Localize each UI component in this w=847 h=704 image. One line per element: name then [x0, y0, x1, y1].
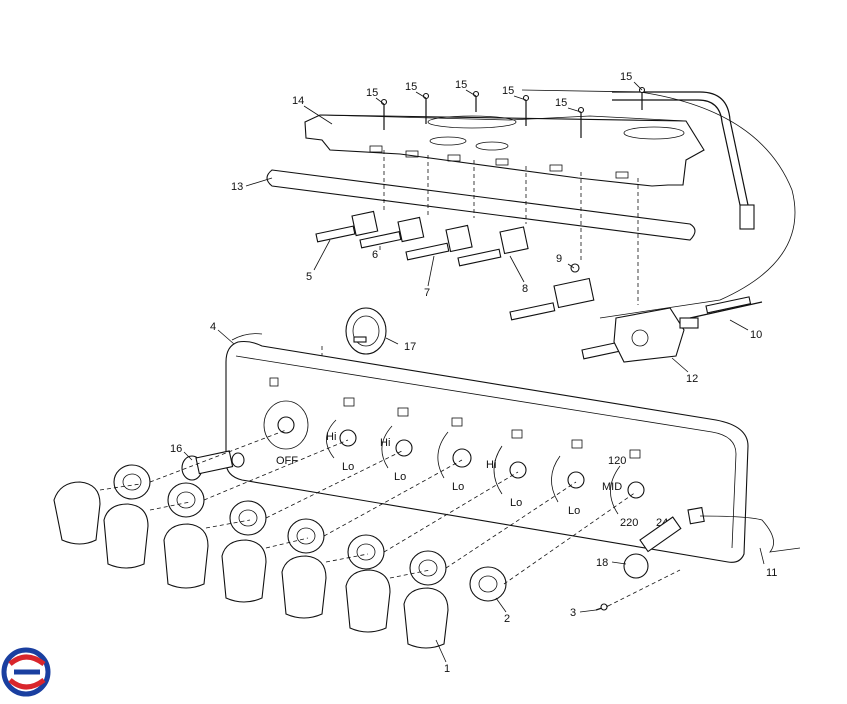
svg-text:OFF: OFF [276, 455, 298, 467]
top-bracket [304, 114, 705, 187]
callout-7: 7 [424, 287, 430, 299]
control-knobs [53, 481, 449, 649]
screws [380, 86, 646, 138]
callout-4: 4 [210, 321, 216, 333]
callout-leaders [183, 81, 765, 663]
callout-numbers: 14 15 15 15 15 15 15 13 5 6 7 8 9 10 12 … [170, 71, 777, 675]
control-panel-fascia: Lo Lo Lo Lo Lo Hi Hi Hi 120 MID 220 240 … [225, 333, 749, 563]
callout-2: 2 [504, 613, 510, 625]
ignition-wire [699, 515, 801, 553]
callout-15: 15 [620, 71, 632, 83]
svg-text:MID: MID [602, 481, 622, 493]
igniter-switch [181, 450, 245, 481]
gas-manifold-rail [266, 169, 696, 241]
svg-text:220: 220 [620, 517, 638, 529]
callout-15: 15 [366, 87, 378, 99]
callout-15: 15 [405, 81, 417, 93]
callout-15: 15 [502, 85, 514, 97]
callout-15: 15 [455, 79, 467, 91]
callout-3: 3 [570, 607, 576, 619]
callout-1: 1 [444, 663, 450, 675]
svg-text:Hi: Hi [380, 437, 390, 449]
svg-text:Lo: Lo [452, 481, 464, 493]
callout-9: 9 [556, 253, 562, 265]
callout-14: 14 [292, 95, 304, 107]
callout-6: 6 [372, 249, 378, 261]
gas-supply-pipe [612, 91, 755, 230]
svg-text:Hi: Hi [326, 431, 336, 443]
fixing-screw [595, 569, 681, 611]
knob-guides [99, 429, 637, 585]
gas-valves [315, 210, 595, 321]
thermostat-shaft [623, 516, 682, 579]
selector-switch [345, 307, 387, 355]
callout-13: 13 [231, 181, 243, 193]
svg-text:Hi: Hi [486, 459, 496, 471]
callout-8: 8 [522, 283, 528, 295]
callout-5: 5 [306, 271, 312, 283]
callout-15: 15 [555, 97, 567, 109]
svg-text:Lo: Lo [568, 505, 580, 517]
callout-17: 17 [404, 341, 416, 353]
svg-text:Lo: Lo [510, 497, 522, 509]
callout-11: 11 [766, 567, 777, 579]
thermostat-valve [581, 307, 699, 363]
capillary-tube [521, 89, 796, 319]
brand-logo-icon [1, 647, 51, 697]
svg-text:Lo: Lo [342, 461, 354, 473]
thermostat-probe [689, 296, 763, 319]
dial-markings: Lo Lo Lo Lo Lo Hi Hi Hi 120 MID 220 240 … [263, 377, 674, 529]
svg-text:120: 120 [608, 455, 626, 467]
svg-text:Lo: Lo [394, 471, 406, 483]
callout-16: 16 [170, 443, 182, 455]
callout-12: 12 [686, 373, 698, 385]
callout-10: 10 [750, 329, 762, 341]
callout-18: 18 [596, 557, 608, 569]
